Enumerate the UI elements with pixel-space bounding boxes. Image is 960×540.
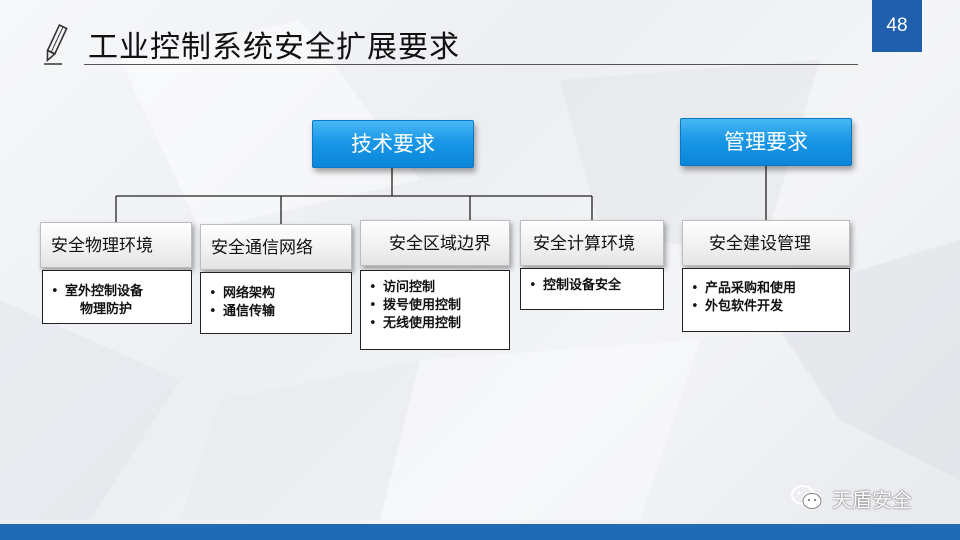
computing-environment-details: 控制设备安全 [520, 268, 664, 310]
list-item: 控制设备安全 [521, 277, 663, 295]
list-item: 外包软件开发 [683, 298, 849, 316]
list-item: 无线使用控制 [361, 315, 509, 333]
physical-environment-heading: 安全物理环境 [40, 222, 192, 268]
area-boundary-details: 访问控制 拨号使用控制 无线使用控制 [360, 270, 510, 350]
list-item: 产品采购和使用 [683, 280, 849, 298]
slide-title: 工业控制系统安全扩展要求 [88, 30, 460, 65]
communication-network-details: 网络架构 通信传输 [200, 272, 352, 334]
communication-network-heading: 安全通信网络 [200, 224, 352, 270]
wechat-icon [791, 485, 822, 509]
construction-management-heading: 安全建设管理 [682, 220, 850, 266]
list-item: 网络架构 [201, 285, 351, 303]
footer-bar [0, 524, 960, 540]
list-item: 物理防护 [80, 302, 133, 317]
page-number-badge: 48 [872, 0, 922, 52]
construction-management-details: 产品采购和使用 外包软件开发 [682, 268, 850, 332]
area-boundary-heading: 安全区域边界 [360, 220, 510, 266]
list-item: 室外控制设备 [43, 283, 191, 301]
pencil-icon [44, 24, 68, 65]
physical-environment-details: 室外控制设备 物理防护 [42, 270, 192, 324]
watermark-text: 天盾安全 [832, 487, 912, 512]
list-item: 访问控制 [361, 279, 509, 297]
list-item: 拨号使用控制 [361, 297, 509, 315]
computing-environment-heading: 安全计算环境 [520, 220, 664, 266]
management-requirements-box: 管理要求 [680, 118, 852, 166]
list-item: 通信传输 [201, 303, 351, 321]
title-divider [84, 64, 858, 65]
technical-requirements-box: 技术要求 [312, 120, 474, 168]
watermark: 天盾安全 [790, 478, 912, 518]
